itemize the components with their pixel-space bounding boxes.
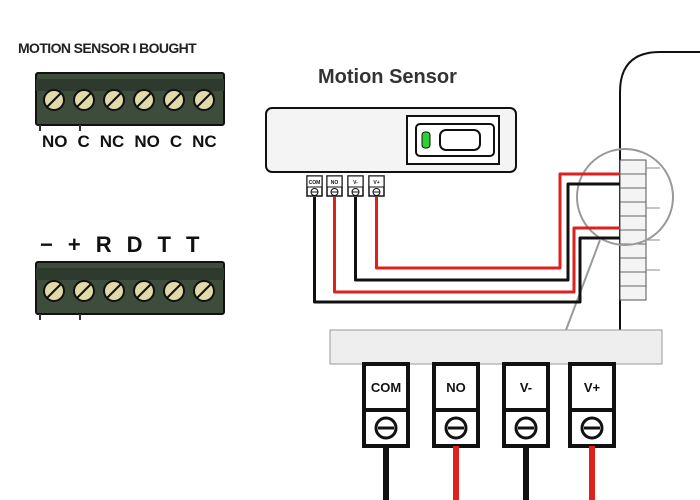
zoom-terminal-label: COM xyxy=(371,380,401,395)
terminal-label: NO xyxy=(42,132,68,151)
sensor-terminals: COM NO V- V+ xyxy=(306,175,385,197)
purchased-terminal-labels: NO C NC NO C NC xyxy=(42,132,217,152)
terminal-label: D xyxy=(126,232,143,257)
terminal-label: + xyxy=(67,232,81,257)
alarm-panel-enclosure xyxy=(565,51,700,331)
zoom-terminal: NO xyxy=(432,362,480,500)
black-wire xyxy=(313,197,620,304)
led-indicator xyxy=(421,131,431,149)
purchased-terminal-block xyxy=(35,72,225,131)
sensor-terminal-label: V+ xyxy=(373,180,379,186)
black-wire xyxy=(354,182,620,282)
zoom-pointer xyxy=(565,239,601,331)
sensor-terminal: V+ xyxy=(368,175,385,197)
terminal-label: C xyxy=(77,132,90,151)
motion-sensor-body xyxy=(265,107,517,173)
zoom-terminal-label: V+ xyxy=(584,380,601,395)
zoom-circle xyxy=(576,148,674,246)
sensor-terminal-label: NO xyxy=(331,180,339,186)
motion-sensor-title: Motion Sensor xyxy=(318,66,457,88)
zoom-terminal-label: NO xyxy=(446,380,466,395)
panel-terminal-block xyxy=(35,261,225,320)
sensor-terminal: COM xyxy=(306,175,323,197)
wire-bundle xyxy=(313,172,620,304)
zoom-terminal: V+ xyxy=(568,362,616,500)
sensor-terminal: NO xyxy=(326,175,343,197)
terminal-label: T xyxy=(185,232,200,257)
purchased-sensor-title: MOTION SENSOR I BOUGHT xyxy=(18,40,197,56)
red-wire xyxy=(333,197,620,294)
zoom-terminal: V- xyxy=(502,362,550,500)
zoom-terminal-label: V- xyxy=(520,380,532,395)
terminal-label: T xyxy=(157,232,171,257)
red-wire xyxy=(375,172,620,270)
terminal-label: NC xyxy=(192,132,217,151)
sensor-terminal: V- xyxy=(347,175,364,197)
sensor-terminal-label: V- xyxy=(353,180,358,186)
terminal-label: NC xyxy=(99,132,125,151)
terminal-label: C xyxy=(169,132,183,151)
terminal-label: R xyxy=(95,232,112,257)
sensor-terminal-label: COM xyxy=(309,180,321,186)
terminal-label: NO xyxy=(134,132,160,151)
zoom-terminal: COM xyxy=(362,362,410,500)
zoom-detail-panel: COM NO V- V+ xyxy=(329,329,663,500)
panel-terminal-labels: − + R D T T xyxy=(40,232,199,258)
terminal-label: − xyxy=(40,232,53,257)
